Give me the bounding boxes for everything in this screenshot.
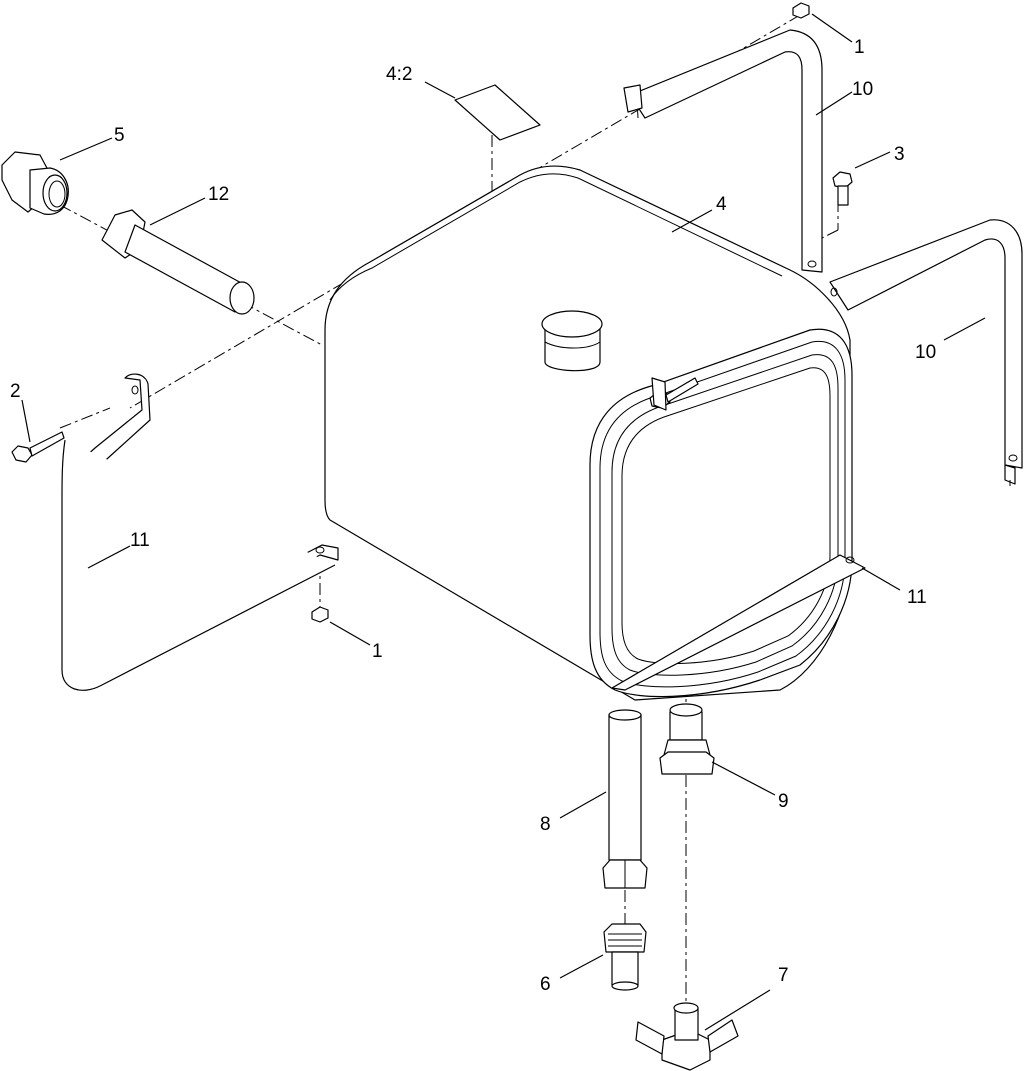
callout-10-top: 10	[852, 79, 873, 100]
callout-1-top: 1	[854, 37, 865, 58]
callout-2: 2	[10, 381, 21, 402]
callout-11-right: 11	[907, 587, 927, 608]
strap-upper	[623, 29, 823, 273]
strap-right	[829, 219, 1023, 486]
tank-top-edge	[329, 173, 783, 301]
pipe-12	[101, 209, 255, 315]
callout-5: 5	[114, 125, 125, 146]
bolt-end	[649, 377, 699, 411]
callout-10-right: 10	[915, 342, 936, 363]
callout-9: 9	[778, 791, 789, 812]
bolt-3	[832, 171, 853, 206]
callout-12: 12	[208, 184, 229, 205]
callout-1-bottom: 1	[372, 641, 383, 662]
fitting-6	[603, 923, 647, 991]
tee-fitting-7	[635, 1002, 739, 1071]
callout-11-left: 11	[130, 530, 150, 551]
callout-3: 3	[894, 144, 905, 165]
callout-labels: 1 1 2 3 4 4:2 5 6 7 8 9 10 10 11 11 12	[10, 37, 936, 995]
bolt-2	[11, 431, 65, 463]
callout-8: 8	[540, 814, 551, 835]
filler-cap	[541, 310, 603, 372]
hydraulic-tank	[324, 165, 853, 701]
callout-4-2: 4:2	[386, 64, 412, 85]
callout-4: 4	[716, 194, 727, 215]
callout-7: 7	[778, 965, 789, 986]
nut-1-top	[792, 2, 810, 19]
callout-6: 6	[540, 974, 551, 995]
decal	[454, 84, 541, 141]
strap-lower-right	[611, 554, 866, 691]
strap-left	[61, 373, 339, 691]
tube-8	[602, 709, 648, 889]
nut-1-bottom	[311, 606, 329, 623]
leader-lines	[21, 13, 986, 1031]
elbow-fitting-5	[1, 151, 69, 215]
fitting-9	[659, 703, 715, 775]
